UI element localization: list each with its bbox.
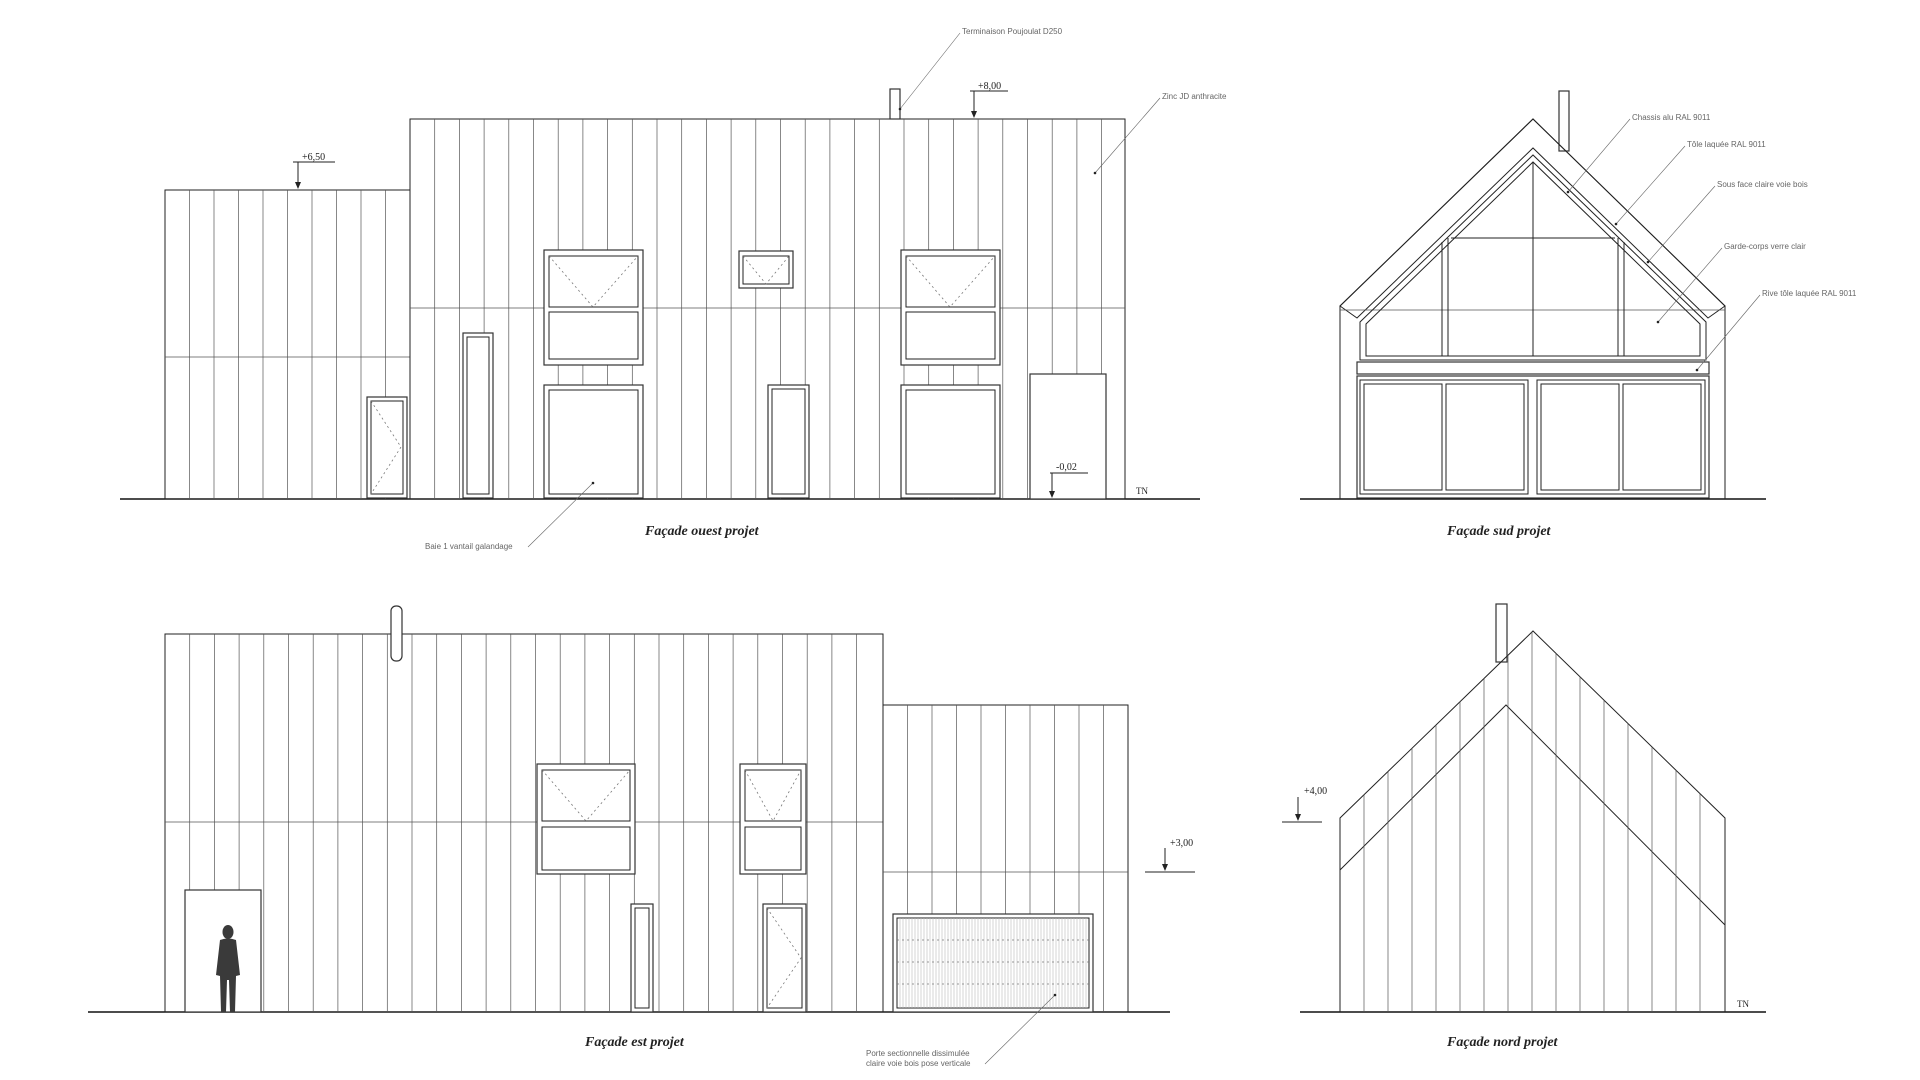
level-nord-eave: +4,00 <box>1282 786 1327 823</box>
note-tole: Tôle laquée RAL 9011 <box>1614 140 1766 226</box>
svg-text:claire voie bois pose vertical: claire voie bois pose verticale <box>866 1059 971 1068</box>
note-zinc: Zinc JD anthracite <box>1093 92 1227 175</box>
est-slit-window <box>630 903 654 1013</box>
sud-chimney <box>1558 90 1570 152</box>
ouest-middle-door <box>767 384 810 499</box>
est-door <box>762 903 807 1013</box>
ouest-slit-window <box>462 332 494 499</box>
caption-facade-ouest: Façade ouest projet <box>644 524 760 539</box>
level-est-mid: +3,00 <box>1145 838 1195 873</box>
est-chimney <box>390 605 403 662</box>
facade-est: +3,00 Porte sectionnelle dissimulée clai… <box>88 605 1195 1068</box>
ground-marker-ouest: TN <box>1136 486 1148 496</box>
ouest-side-panel <box>1029 373 1107 500</box>
svg-text:Rive tôle laquée RAL 9011: Rive tôle laquée RAL 9011 <box>1762 289 1857 298</box>
svg-text:Terminaison Poujoulat D250: Terminaison Poujoulat D250 <box>962 27 1063 36</box>
caption-facade-sud: Façade sud projet <box>1446 524 1552 539</box>
nord-facade-seams <box>1363 632 1701 1012</box>
sud-gable-glazing <box>1359 154 1707 361</box>
svg-text:Chassis alu RAL 9011: Chassis alu RAL 9011 <box>1632 113 1711 122</box>
garage-door-slats <box>897 918 1089 1008</box>
est-window-left <box>536 763 636 875</box>
level-label-nord-eave: +4,00 <box>1304 786 1327 797</box>
svg-text:Zinc JD anthracite: Zinc JD anthracite <box>1162 92 1227 101</box>
nord-inner-roof-line <box>1339 704 1726 926</box>
level-ouest-top: +8,00 <box>970 81 1008 118</box>
person-silhouette <box>216 925 240 1012</box>
level-label-ouest-ground: -0,02 <box>1056 462 1077 473</box>
est-window-right <box>739 763 807 875</box>
ouest-baie-galandage <box>543 384 644 499</box>
note-baie: Baie 1 vantail galandage <box>425 481 595 551</box>
svg-text:Garde-corps verre clair: Garde-corps verre clair <box>1724 242 1806 251</box>
sud-roof-edge <box>1339 118 1726 319</box>
svg-text:Porte sectionnelle dissimulée: Porte sectionnelle dissimulée <box>866 1049 970 1058</box>
note-terminaison: Terminaison Poujoulat D250 <box>898 27 1063 111</box>
note-sous-face: Sous face claire voie bois <box>1646 180 1808 264</box>
ouest-baie-right <box>900 384 1001 499</box>
nord-chimney <box>1495 603 1508 663</box>
sud-ground-glazing <box>1356 375 1710 499</box>
note-porte-sectionnelle: Porte sectionnelle dissimulée claire voi… <box>866 993 1057 1068</box>
svg-text:Tôle laquée RAL 9011: Tôle laquée RAL 9011 <box>1687 140 1766 149</box>
sud-garde-corps <box>1356 361 1710 375</box>
ouest-chimney <box>889 88 901 120</box>
caption-facade-nord: Façade nord projet <box>1446 1035 1559 1050</box>
facade-nord: +4,00 TN Façade nord projet <box>1282 603 1766 1050</box>
level-label-ouest-left: +6,50 <box>302 152 325 163</box>
ouest-main-volume <box>409 118 1126 500</box>
svg-text:Sous face claire voie bois: Sous face claire voie bois <box>1717 180 1808 189</box>
level-label-ouest-top: +8,00 <box>978 81 1001 92</box>
caption-facade-est: Façade est projet <box>584 1035 685 1050</box>
nord-outer-outline <box>1339 630 1726 1012</box>
ouest-low-volume-seams <box>189 190 386 499</box>
level-label-est-mid: +3,00 <box>1170 838 1193 849</box>
ouest-small-window <box>738 250 794 289</box>
level-ouest-left: +6,50 <box>293 152 335 189</box>
note-rive: Rive tôle laquée RAL 9011 <box>1695 289 1857 372</box>
ground-marker-nord: TN <box>1737 999 1749 1009</box>
note-garde-corps: Garde-corps verre clair <box>1656 242 1806 324</box>
level-ouest-ground: -0,02 <box>1049 462 1088 498</box>
svg-text:Baie 1 vantail galandage: Baie 1 vantail galandage <box>425 542 513 551</box>
facade-ouest: +6,50 +8,00 -0,02 TN Terminaison Poujoul… <box>120 27 1227 551</box>
note-chassis: Chassis alu RAL 9011 <box>1566 113 1711 194</box>
facade-sud: Chassis alu RAL 9011 Tôle laquée RAL 901… <box>1300 90 1857 539</box>
